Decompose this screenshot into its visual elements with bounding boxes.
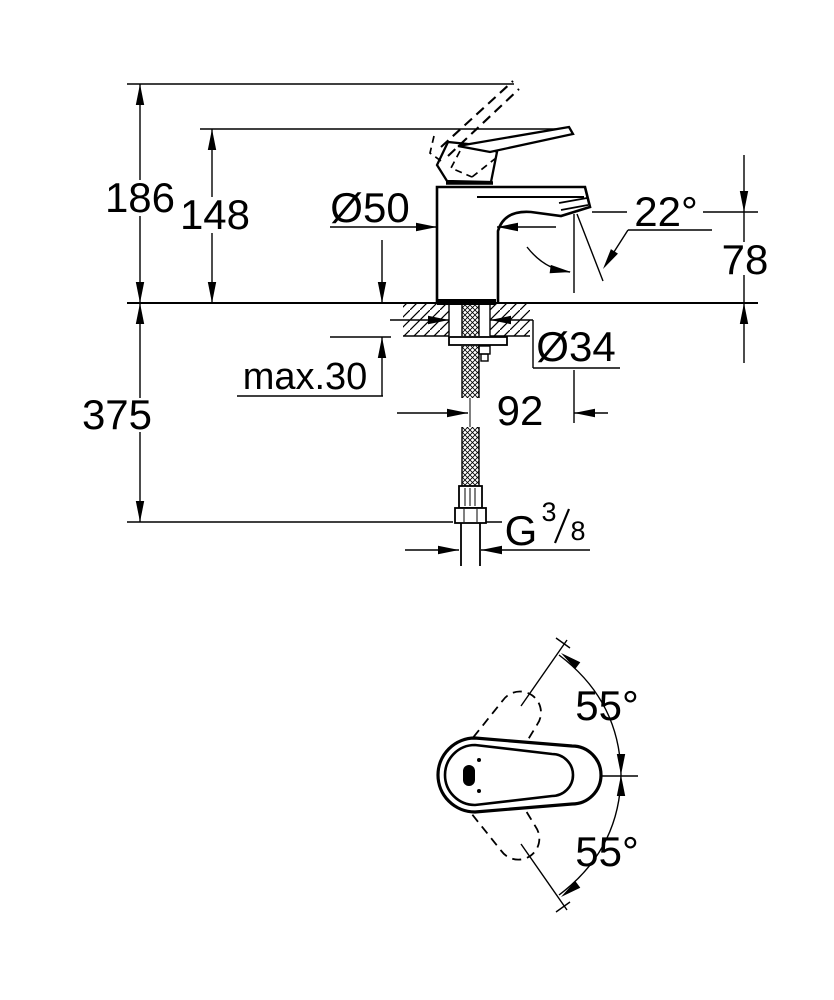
dimension-label-outlet-height: 78 bbox=[722, 236, 769, 283]
mounting-nut bbox=[478, 345, 491, 355]
thread-letter: G bbox=[505, 507, 538, 554]
faucet-body bbox=[435, 185, 592, 305]
dimension-label-spout-reach: 92 bbox=[497, 387, 544, 434]
top-view-body bbox=[436, 736, 603, 814]
dimension-label-deck-thickness: max.30 bbox=[243, 356, 368, 398]
dimension-label-stream-angle: 22° bbox=[634, 188, 698, 235]
dimension-label-thread-size: G 3 8 bbox=[505, 497, 586, 554]
lever-logo-mark bbox=[463, 765, 475, 786]
top-view: 55° 55° bbox=[436, 637, 639, 913]
base-gasket bbox=[437, 299, 496, 305]
thread-denominator: 8 bbox=[570, 516, 585, 546]
hose-nut bbox=[454, 507, 487, 524]
side-view: 186 148 375 max.30 Ø50 Ø34 92 22° 78 G 3… bbox=[82, 80, 769, 566]
handle-position-lower bbox=[471, 785, 541, 861]
lever-handle bbox=[429, 80, 575, 185]
handle-position-upper bbox=[472, 690, 542, 766]
mounting-washer bbox=[448, 336, 508, 346]
mounting-deck bbox=[403, 303, 530, 337]
thread-fraction-slash bbox=[553, 508, 571, 544]
thread-numerator: 3 bbox=[541, 497, 556, 527]
aerator bbox=[558, 197, 588, 204]
dimension-label-swivel-upper: 55° bbox=[575, 682, 639, 729]
supply-shank-and-hose bbox=[448, 303, 508, 566]
dimension-label-swivel-lower: 55° bbox=[575, 828, 639, 875]
lever-raised-position bbox=[429, 80, 520, 178]
dimension-label-below-deck: 375 bbox=[82, 391, 152, 438]
dimension-label-base-diameter: Ø50 bbox=[330, 184, 409, 231]
dimension-label-lever-height: 148 bbox=[180, 191, 250, 238]
dimension-label-hole-diameter: Ø34 bbox=[536, 323, 615, 370]
dimension-label-total-height: 186 bbox=[105, 174, 175, 221]
